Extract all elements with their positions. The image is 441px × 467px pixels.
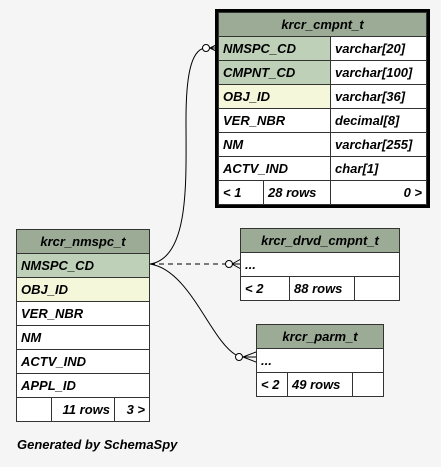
relationship-end-drvd: [225, 260, 233, 268]
column-name: ...: [240, 252, 400, 277]
column-name: OBJ_ID: [16, 277, 150, 302]
column-type: decimal[8]: [330, 108, 427, 133]
column-type: char[1]: [330, 156, 427, 181]
column-name: APPL_ID: [16, 373, 150, 398]
column-name: ACTV_IND: [16, 349, 150, 374]
relationship-line-parm: [149, 263, 237, 356]
column-name: NMSPC_CD: [218, 36, 331, 61]
table-title[interactable]: krcr_nmspc_t: [16, 229, 150, 254]
column-name: VER_NBR: [16, 301, 150, 326]
children-count[interactable]: 3 >: [114, 397, 150, 422]
parents-count[interactable]: < 2: [256, 372, 288, 397]
row-count: 49 rows: [287, 372, 353, 397]
row-count: 28 rows: [263, 180, 331, 205]
table-krcr-parm-t[interactable]: krcr_parm_t ... < 2 49 rows: [256, 324, 384, 397]
column-name: ACTV_IND: [218, 156, 331, 181]
column-type: varchar[100]: [330, 60, 427, 85]
crowfoot-parm: [242, 351, 257, 363]
row-count: 11 rows: [51, 397, 115, 422]
parents-count[interactable]: < 2: [240, 276, 290, 301]
children-count[interactable]: 0 >: [330, 180, 427, 205]
column-name: VER_NBR: [218, 108, 331, 133]
table-krcr-cmpnt-t[interactable]: krcr_cmpnt_t NMSPC_CD varchar[20] CMPNT_…: [215, 9, 430, 208]
table-title[interactable]: krcr_drvd_cmpnt_t: [240, 228, 400, 253]
table-krcr-nmspc-t[interactable]: krcr_nmspc_t NMSPC_CD OBJ_ID VER_NBR NM …: [16, 229, 150, 422]
parents-count[interactable]: < 1: [218, 180, 264, 205]
column-type: varchar[255]: [330, 132, 427, 157]
relationship-line-cmpnt: [149, 47, 206, 265]
column-name: NM: [16, 325, 150, 350]
relationship-end-parm: [235, 353, 243, 361]
row-count: 88 rows: [289, 276, 355, 301]
column-name: CMPNT_CD: [218, 60, 331, 85]
parents-count-empty: [16, 397, 52, 422]
table-title[interactable]: krcr_cmpnt_t: [218, 12, 427, 37]
generated-by-label: Generated by SchemaSpy: [17, 437, 178, 452]
children-count-empty: [352, 372, 384, 397]
column-type: varchar[36]: [330, 84, 427, 109]
column-name: NMSPC_CD: [16, 253, 150, 278]
relationship-end-cmpnt: [202, 44, 210, 52]
column-name: ...: [256, 348, 384, 373]
column-name: NM: [218, 132, 331, 157]
table-krcr-drvd-cmpnt-t[interactable]: krcr_drvd_cmpnt_t ... < 2 88 rows: [240, 228, 400, 301]
column-type: varchar[20]: [330, 36, 427, 61]
table-title[interactable]: krcr_parm_t: [256, 324, 384, 349]
column-name: OBJ_ID: [218, 84, 331, 109]
children-count-empty: [354, 276, 400, 301]
crowfoot-drvd: [231, 258, 242, 270]
